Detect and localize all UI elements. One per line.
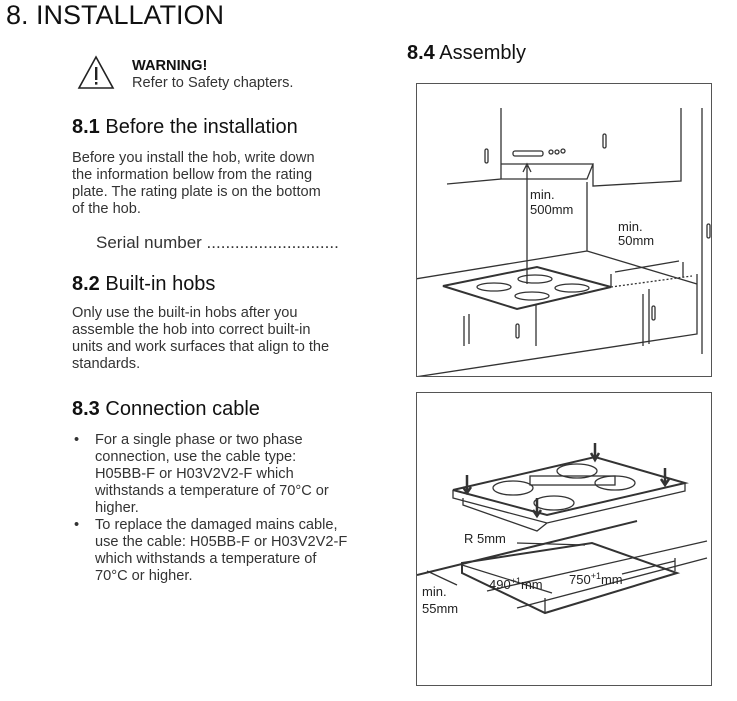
kitchen-clearance-diagram: min. 500mm min. 50mm	[414, 83, 712, 378]
cable-list: For a single phase or two phaseconnectio…	[72, 432, 382, 585]
list-item: For a single phase or two phaseconnectio…	[72, 432, 382, 517]
svg-text:min.: min.	[422, 584, 447, 599]
hob-cutout-diagram: R 5mm 490+1mm 750+1mm min. 55mm	[416, 392, 712, 686]
svg-text:min.: min.	[530, 187, 555, 202]
list-item: To replace the damaged mains cable,use t…	[72, 517, 382, 585]
section-8-3-heading: 8.3 Connection cable	[72, 398, 260, 420]
section-8-1-heading: 8.1 Before the installation	[72, 116, 298, 138]
svg-text:50mm: 50mm	[618, 233, 654, 248]
warning-title: WARNING!	[132, 58, 208, 74]
warning-text: Refer to Safety chapters.	[132, 75, 294, 91]
section-8-4-heading: 8.4 Assembly	[407, 42, 526, 64]
serial-number-field: Serial number ..........................…	[96, 233, 339, 252]
page-title: 8. INSTALLATION	[6, 0, 225, 30]
svg-text:490+1mm: 490+1mm	[489, 576, 543, 592]
svg-text:min.: min.	[618, 219, 643, 234]
section-8-2-heading: 8.2 Built-in hobs	[72, 273, 216, 295]
svg-text:750+1mm: 750+1mm	[569, 571, 623, 587]
svg-text:R 5mm: R 5mm	[464, 531, 506, 546]
warning-icon	[77, 55, 115, 89]
svg-text:500mm: 500mm	[530, 202, 573, 217]
svg-text:55mm: 55mm	[422, 601, 458, 616]
